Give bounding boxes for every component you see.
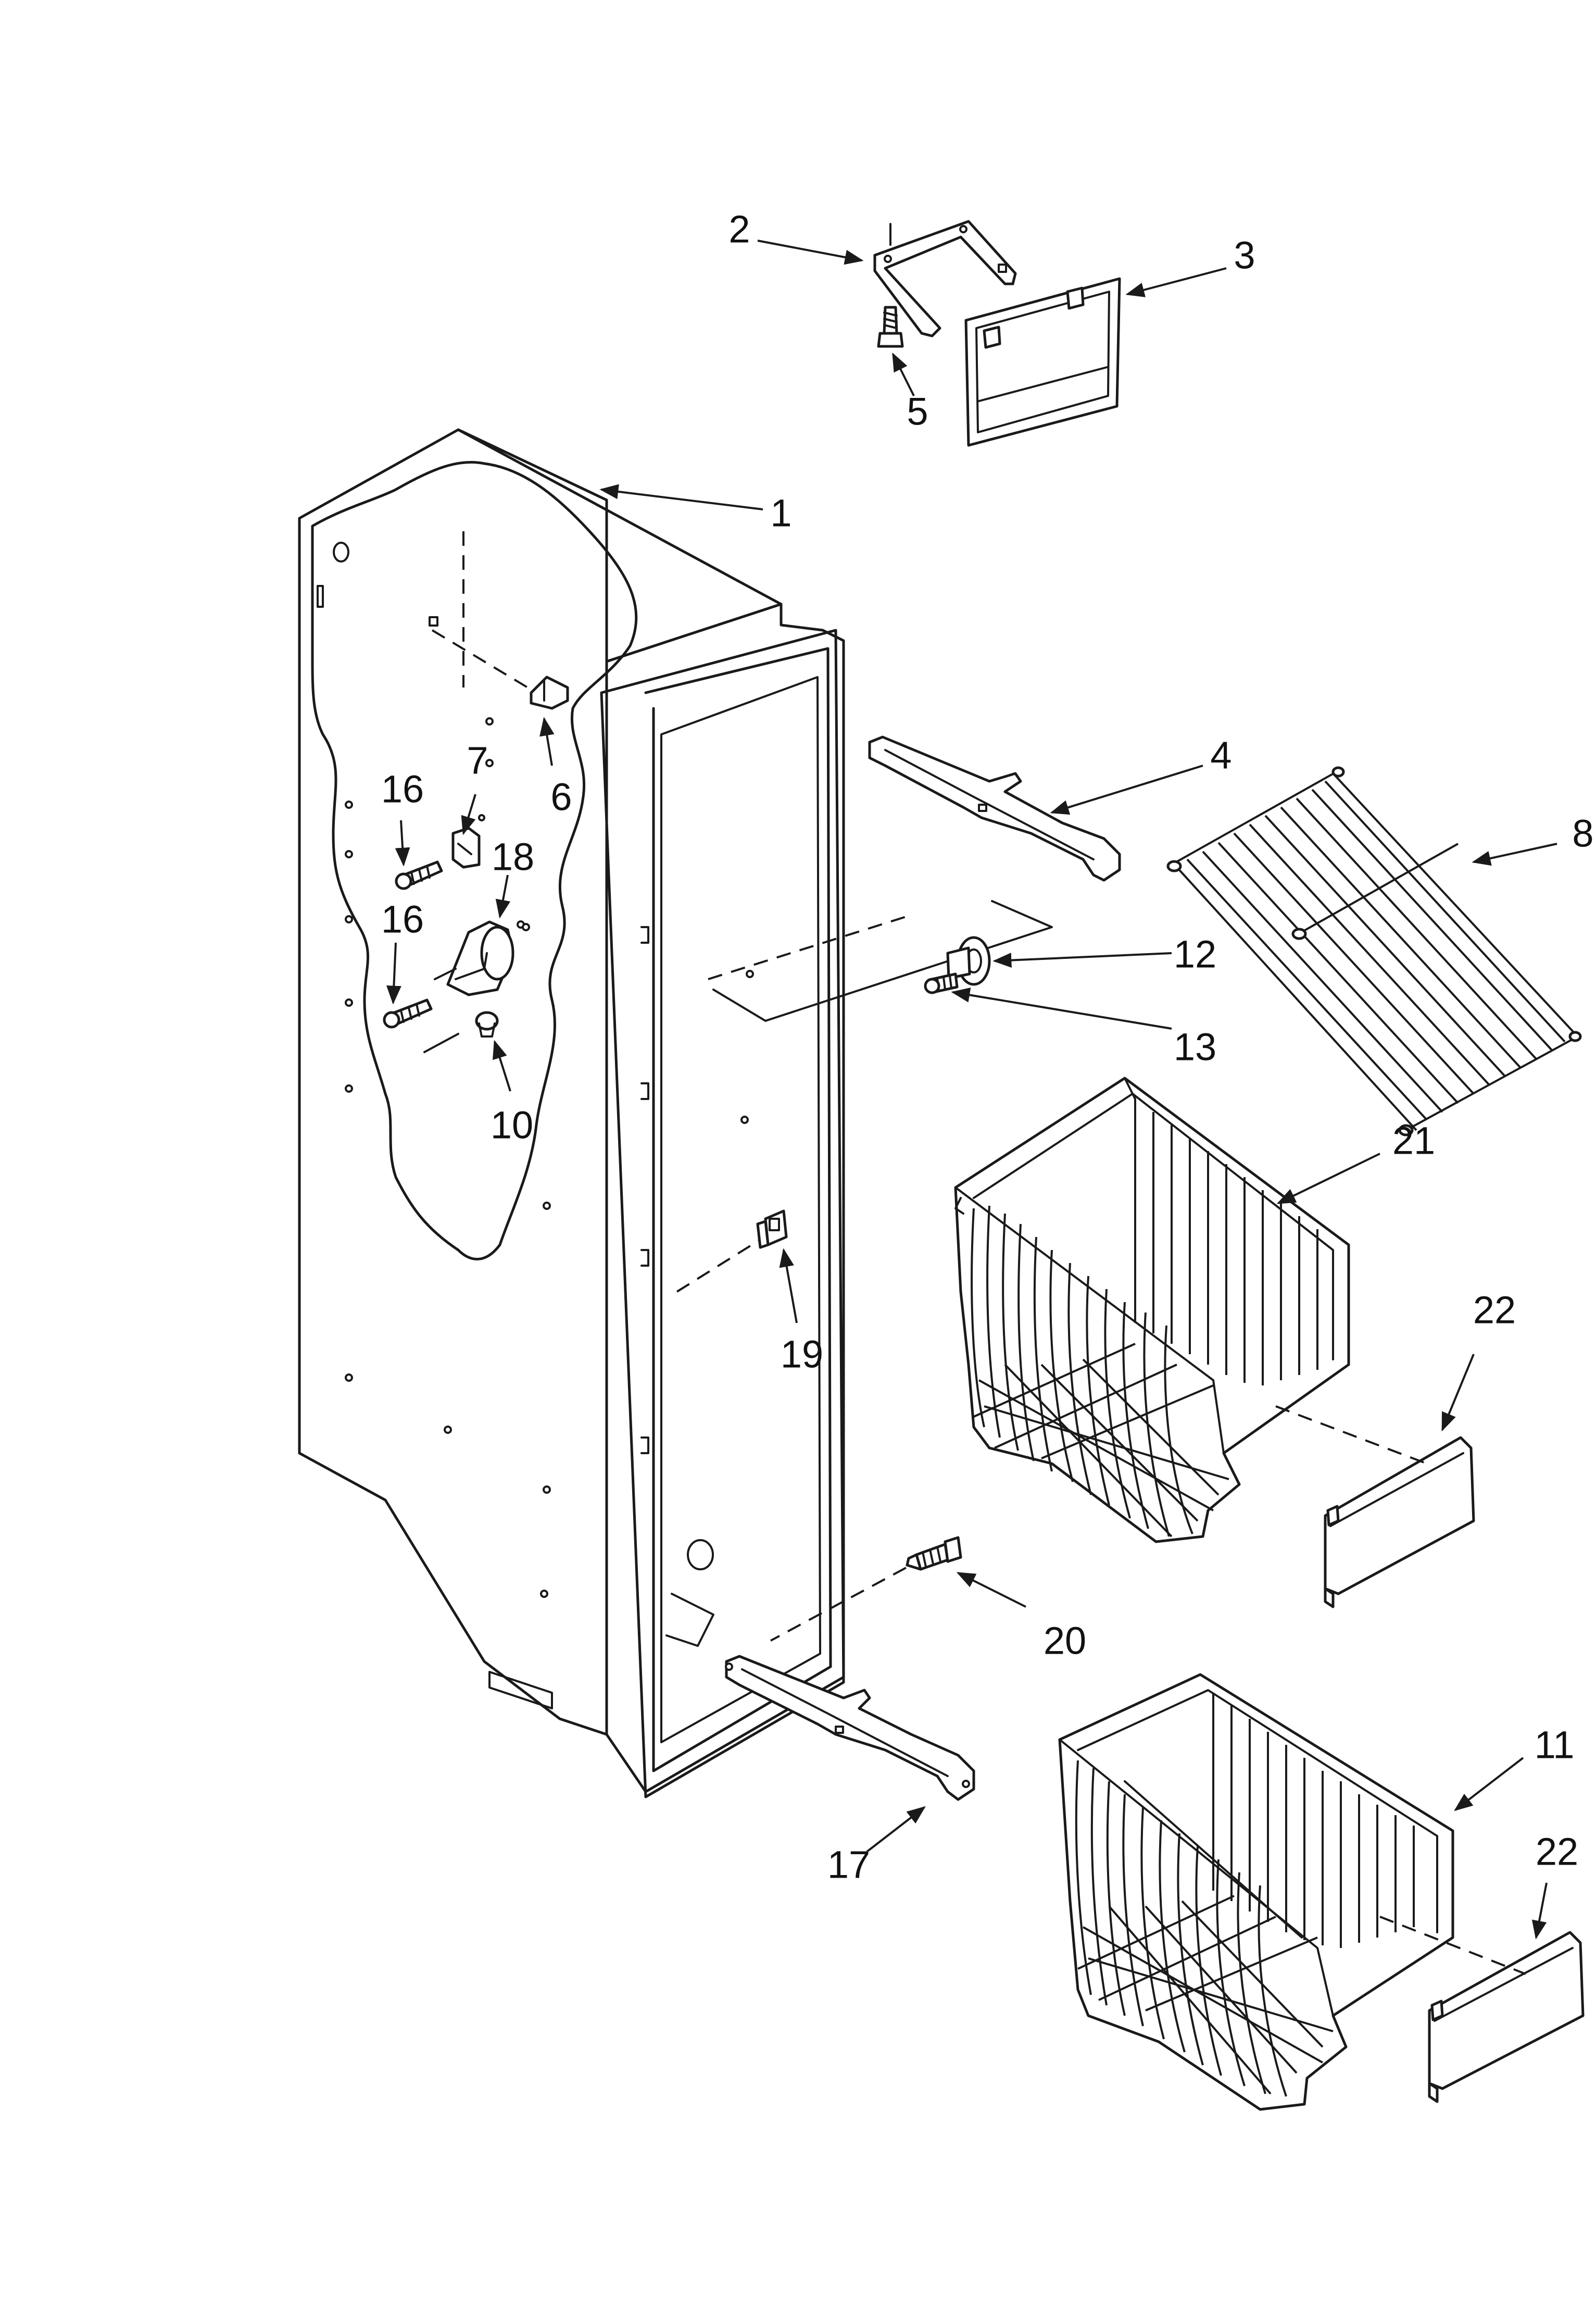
callout-17: 17 bbox=[827, 1843, 870, 1886]
part-6-clip bbox=[530, 676, 569, 710]
callout-12: 12 bbox=[1174, 933, 1216, 976]
part-8-wire-shelf bbox=[1166, 766, 1582, 1136]
callout-20: 20 bbox=[1044, 1619, 1086, 1663]
callout-11: 11 bbox=[1535, 1723, 1575, 1767]
callout-21: 21 bbox=[1392, 1119, 1435, 1163]
callout-3: 3 bbox=[1234, 234, 1255, 277]
leader-lines bbox=[386, 240, 1557, 1940]
part-18-thermostat bbox=[434, 920, 530, 996]
part-22-front-lower bbox=[1379, 1916, 1585, 2103]
part-16-screw-lower bbox=[383, 998, 433, 1029]
part-20-screw bbox=[770, 1536, 962, 1642]
callout-19: 19 bbox=[781, 1333, 823, 1376]
part-4-rail bbox=[868, 735, 1121, 882]
part-21-basket bbox=[954, 1077, 1350, 1543]
callout-6: 6 bbox=[550, 776, 572, 819]
callout-4: 4 bbox=[1210, 734, 1231, 777]
part-3-door-panel bbox=[964, 277, 1121, 447]
part-19-switch bbox=[756, 1209, 788, 1249]
callout-1: 1 bbox=[770, 492, 791, 535]
part-7-bracket bbox=[451, 814, 485, 869]
part-11-basket bbox=[1058, 1673, 1454, 2111]
part-10-knob bbox=[423, 1011, 499, 1053]
part-5-screw bbox=[877, 306, 904, 348]
part-17-rail bbox=[725, 1655, 975, 1801]
part-22-front-upper bbox=[1275, 1405, 1475, 1608]
callout-16-upper: 16 bbox=[381, 768, 424, 811]
part-13-screw bbox=[924, 972, 959, 994]
callout-7: 7 bbox=[467, 739, 488, 782]
callout-13: 13 bbox=[1174, 1026, 1216, 1069]
freezer-liner bbox=[298, 428, 1053, 1798]
part-16-screw-upper bbox=[395, 860, 443, 890]
callout-16-lower: 16 bbox=[381, 898, 424, 941]
callout-22-lower: 22 bbox=[1536, 1830, 1578, 1873]
callout-8: 8 bbox=[1572, 812, 1593, 855]
callout-18: 18 bbox=[492, 835, 534, 879]
callout-labels: 1 2 3 4 5 6 7 8 10 11 12 13 16 16 17 18 … bbox=[381, 208, 1594, 1886]
callout-5: 5 bbox=[907, 390, 928, 433]
callout-22-upper: 22 bbox=[1473, 1289, 1516, 1332]
callout-10: 10 bbox=[491, 1104, 533, 1147]
callout-2: 2 bbox=[728, 208, 750, 251]
part-12-roller bbox=[946, 936, 991, 986]
part-2-bracket bbox=[873, 220, 1017, 338]
